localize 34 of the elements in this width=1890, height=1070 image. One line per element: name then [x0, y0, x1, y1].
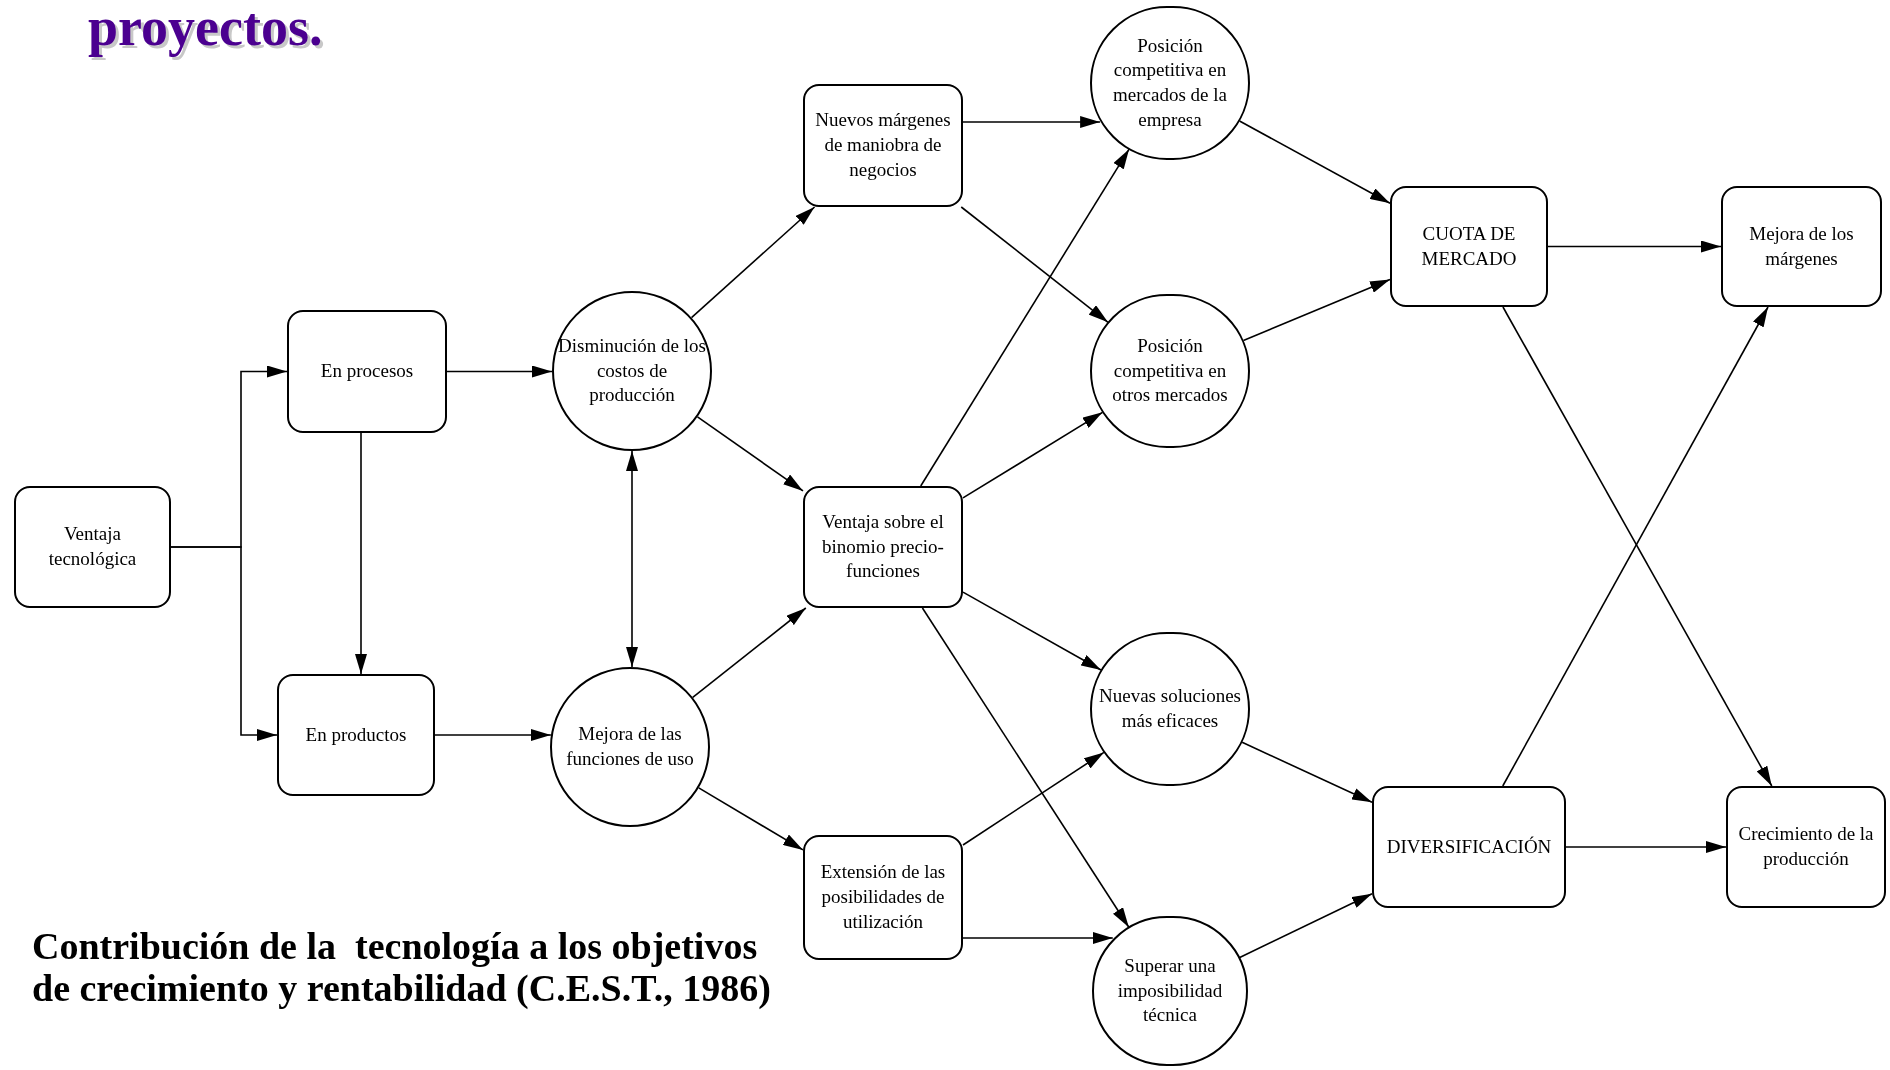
arrow: [919, 148, 1130, 487]
process-box: En procesos: [287, 310, 447, 433]
arrow: [1238, 892, 1373, 959]
arrow: [626, 450, 638, 668]
arrow: [921, 607, 1130, 929]
process-box: Ventaja tecnológica: [14, 486, 171, 608]
arrow: [1238, 120, 1391, 205]
arrow: [355, 432, 367, 675]
arrow: [696, 416, 804, 492]
process-box: DIVERSIFICACIÓN: [1372, 786, 1566, 908]
arrow: [962, 411, 1104, 499]
arrow: [962, 751, 1105, 846]
process-box: En productos: [277, 674, 435, 796]
arrow: [1241, 741, 1373, 804]
arrow: [1565, 841, 1727, 853]
arrow: [691, 607, 807, 699]
process-box: Crecimiento de la producción: [1726, 786, 1886, 908]
process-box: Ventaja sobre el binomio precio-funciones: [803, 486, 963, 608]
arrow: [1547, 240, 1722, 253]
arrow: [170, 546, 278, 741]
arrow: [446, 365, 553, 378]
arrow: [1242, 278, 1391, 342]
caption: Contribución de la tecnología a los objetivos de crecimiento y rentabilidad (C.E.S.T., 1986): [32, 926, 772, 1010]
process-box: Nuevos márgenes de maniobra de negocios: [803, 84, 963, 207]
arrow: [690, 206, 816, 319]
process-box: Mejora de los márgenes: [1721, 186, 1882, 307]
process-box: CUOTA DE MERCADO: [1390, 186, 1548, 307]
arrow: [962, 116, 1101, 128]
arrow: [697, 787, 804, 851]
arrow: [434, 729, 552, 741]
arrow: [962, 932, 1114, 944]
process-box: Extensión de las posibilidades de utilización: [803, 835, 963, 960]
arrow: [962, 591, 1102, 671]
arrow: [960, 206, 1109, 324]
